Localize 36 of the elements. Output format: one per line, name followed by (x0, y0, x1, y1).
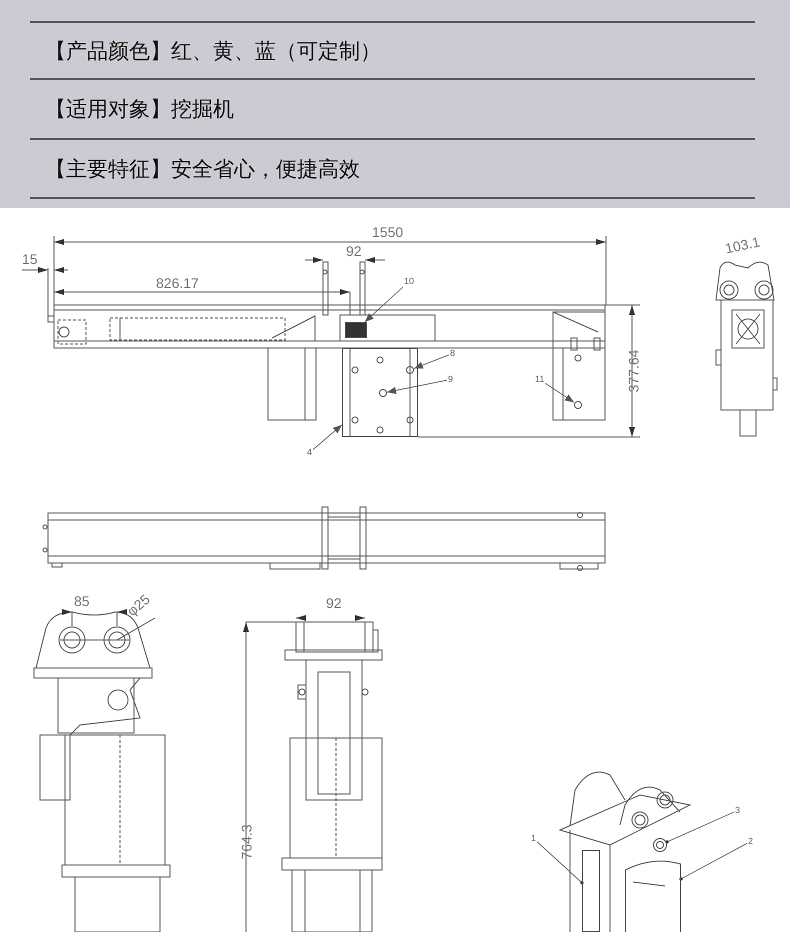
callout-number: 8 (449, 348, 456, 359)
leader-line (679, 843, 748, 881)
callout-number: 3 (734, 805, 742, 816)
side-plate (582, 850, 600, 932)
spec-row-text: 【适用对象】挖掘机 (45, 99, 234, 120)
mounting-plate (342, 348, 418, 437)
dimension-value: 15 (22, 252, 38, 266)
leader-line (364, 286, 404, 322)
bolt (379, 389, 387, 397)
dimension-value: 1550 (372, 225, 404, 239)
dimension-value: 92 (346, 244, 362, 258)
bolt (574, 401, 582, 409)
callout-number: 2 (747, 836, 754, 847)
coil (345, 322, 367, 338)
leader-line (386, 380, 448, 394)
leader-line (414, 354, 450, 369)
leader-line (665, 812, 734, 844)
callout-number: 9 (447, 374, 454, 385)
bolt (406, 366, 414, 374)
spec-row-text: 【主要特征】安全省心，便捷高效 (45, 159, 360, 180)
dimension-value: 377.64 (626, 350, 640, 392)
callout-number: 4 (306, 447, 314, 458)
spec-row-text: 【产品颜色】红、黄、蓝（可定制） (45, 41, 381, 62)
callout-number: 10 (403, 276, 416, 287)
dimension-value: φ25 (124, 592, 152, 618)
dimension-value: 764.3 (240, 824, 254, 860)
leader-line (544, 382, 574, 403)
leader-line (312, 424, 342, 450)
callout-number: 11 (534, 374, 546, 385)
dimension-value: 826.17 (156, 276, 199, 290)
callout-number: 1 (530, 833, 538, 844)
dimension-value: 103.1 (724, 234, 762, 256)
leader-line (536, 841, 584, 884)
dimension-value: 92 (326, 596, 342, 610)
dimension-value: 85 (74, 594, 90, 608)
pin (653, 838, 667, 852)
